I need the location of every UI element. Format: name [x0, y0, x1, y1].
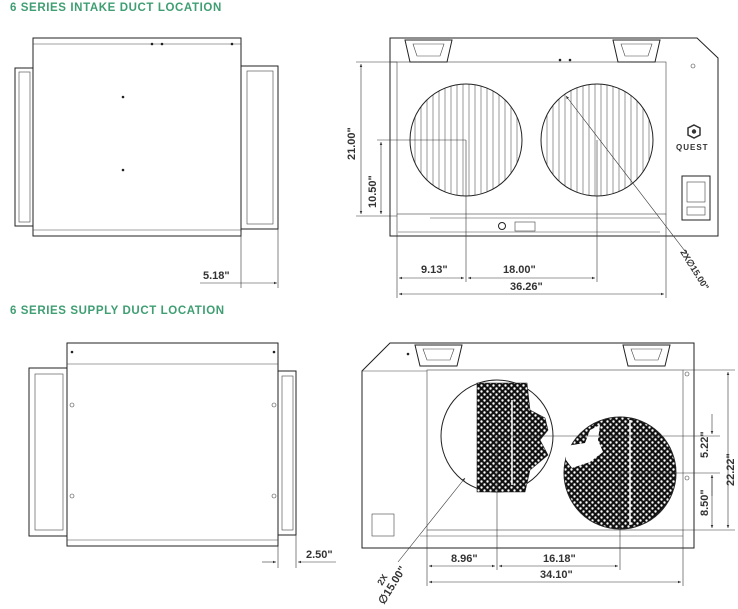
- control-panel: [681, 175, 711, 221]
- supply-side-dimension: 2.50": [262, 535, 336, 568]
- intake-side-dimension: 5.18": [200, 229, 279, 288]
- supply-diameter-count-label: 2X: [375, 572, 389, 587]
- supply-side-view: [28, 342, 297, 547]
- intake-width-label: 36.26": [510, 281, 543, 293]
- intake-side-view: [14, 37, 279, 237]
- intake-brand: QUEST: [676, 143, 709, 152]
- supply-left-offset-label: 8.96": [451, 553, 478, 565]
- supply-width-label: 34.10": [540, 569, 573, 581]
- supply-offset-v2-label: 8.50": [699, 489, 711, 516]
- supply-front-view: [361, 342, 695, 549]
- intake-heading: 6 SERIES INTAKE DUCT LOCATION: [10, 2, 222, 14]
- intake-side-offset-label: 5.18": [203, 270, 230, 282]
- handle-icon: [414, 344, 463, 367]
- intake-front-view: QUEST: [389, 37, 719, 237]
- handle-icon: [612, 39, 661, 63]
- handle-icon: [404, 39, 453, 63]
- intake-spacing-label: 18.00": [503, 264, 536, 276]
- intake-center-height-label: 10.50": [367, 175, 379, 208]
- intake-left-offset-label: 9.13": [421, 264, 448, 276]
- quest-logo-icon: [687, 124, 701, 139]
- supply-height-label: 22.22": [725, 453, 737, 486]
- supply-side-offset-label: 2.50": [306, 549, 333, 561]
- supply-heading: 6 SERIES SUPPLY DUCT LOCATION: [10, 305, 225, 317]
- supply-offset-v1-label: 5.22": [699, 431, 711, 458]
- intake-front-dimensions: 21.00" 10.50" 9.13" 18.00" 36.26" 2X∅15.…: [346, 61, 711, 298]
- supply-spacing-label: 16.18": [543, 553, 576, 565]
- handle-icon: [622, 344, 671, 367]
- intake-height-label: 21.00": [346, 127, 358, 160]
- intake-diameter-label: 2X∅15.00": [678, 248, 711, 292]
